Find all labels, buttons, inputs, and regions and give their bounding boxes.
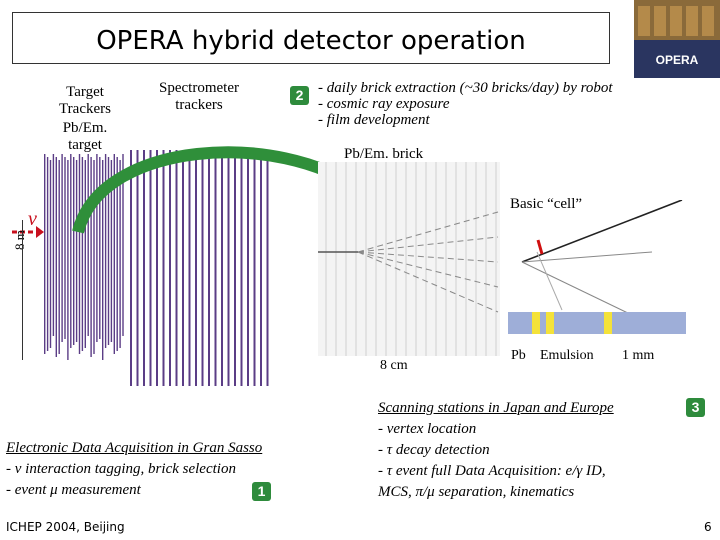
spectrometer-plate — [149, 150, 152, 386]
spectrometer-plate — [182, 150, 184, 386]
target-plate — [67, 160, 69, 360]
spectrometer-plate — [130, 150, 132, 386]
step-3-badge: 3 — [686, 398, 705, 417]
pb-em-brick-label: Pb/Em. brick — [344, 146, 424, 162]
emulsion-film — [532, 312, 540, 334]
basic-cell-image — [502, 200, 692, 340]
spectrometer-plate — [221, 150, 223, 386]
target-plate — [93, 160, 95, 354]
target-plate — [110, 160, 113, 342]
target-plate — [55, 157, 57, 357]
spectrometer-plate — [175, 150, 178, 386]
spectrometer-plate — [227, 150, 230, 386]
title-frame — [12, 12, 610, 64]
target-plate — [87, 154, 89, 336]
spectrometer-plate — [156, 150, 158, 386]
step-1-badge: 1 — [252, 482, 271, 501]
pb-em-target-label: Pb/Em.target — [62, 120, 108, 153]
target-plate — [58, 160, 60, 354]
target-plate — [99, 157, 101, 339]
brick-image — [318, 162, 500, 356]
spectrometer-plate — [240, 150, 243, 386]
opera-logo: OPERA — [634, 0, 720, 78]
step-1-text: Electronic Data Acquisition in Gran Sass… — [6, 440, 263, 498]
spectrometer-plate — [208, 150, 210, 386]
brick-scale-label: 8 cm — [380, 358, 408, 373]
target-plate — [52, 154, 55, 336]
target-plate — [73, 157, 75, 345]
spectrometer-plate — [247, 150, 249, 386]
target-plate — [90, 157, 92, 357]
spectrometer-plate — [143, 150, 145, 386]
target-plate — [102, 160, 104, 360]
target-plate — [116, 157, 118, 351]
height-ruler — [22, 220, 23, 360]
logo-text: OPERA — [656, 53, 699, 67]
target-plate — [46, 157, 49, 351]
spectrometer-plate — [136, 150, 139, 386]
page-number: 6 — [704, 520, 712, 534]
target-plate — [107, 157, 110, 345]
spectrometer-plate — [201, 150, 204, 386]
spectrometer-plate — [195, 150, 197, 386]
spectrometer-plate — [214, 150, 217, 386]
cell-scale-label: 1 mm — [622, 348, 655, 363]
pb-label: Pb — [511, 348, 526, 363]
basic-cell-label: Basic “cell” — [510, 196, 583, 212]
emulsion-film — [604, 312, 612, 334]
target-plate — [75, 160, 78, 342]
spectrometer-plate — [266, 150, 269, 386]
footer-conference: ICHEP 2004, Beijing — [6, 520, 125, 534]
target-plate — [81, 157, 84, 351]
target-plate — [49, 160, 52, 348]
spectrometer-plate — [260, 150, 262, 386]
emulsion-label: Emulsion — [540, 348, 594, 363]
page-title: OPERA hybrid detector operation — [96, 26, 526, 56]
spectrometer-plate — [188, 150, 191, 386]
target-plate — [78, 154, 81, 354]
target-plate — [44, 154, 46, 354]
detector-drawing — [12, 150, 269, 386]
emulsion-film — [546, 312, 554, 334]
target-plate — [104, 154, 107, 348]
height-label: 8 m — [12, 230, 27, 250]
spectrometer-plate — [234, 150, 236, 386]
target-plate — [84, 160, 86, 348]
target-plate — [96, 154, 98, 342]
target-plate — [64, 157, 66, 339]
target-plate — [122, 154, 124, 336]
spectrometer-plate — [162, 150, 165, 386]
target-plate — [70, 154, 72, 348]
spectrometer-plate — [253, 150, 256, 386]
target-plate — [119, 160, 121, 348]
step-2-text: - daily brick extraction (~30 bricks/day… — [318, 80, 613, 128]
step-2-badge: 2 — [290, 86, 309, 105]
step-3-text: Scanning stations in Japan and Europe - … — [378, 400, 614, 500]
neutrino-label: ν — [28, 208, 37, 230]
target-plate — [61, 154, 63, 342]
spectrometer-plate — [169, 150, 171, 386]
target-plate — [113, 154, 115, 354]
